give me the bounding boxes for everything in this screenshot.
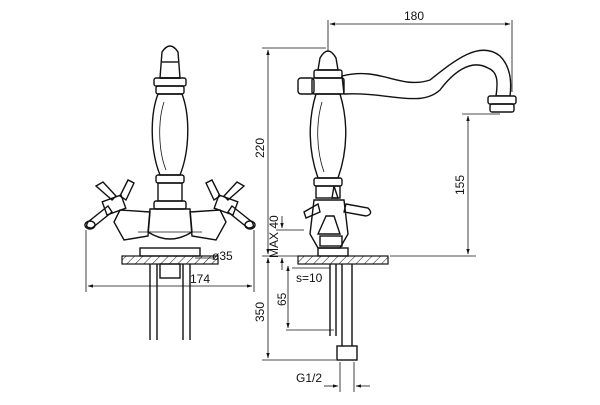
front-left-handle-arm	[94, 181, 117, 201]
side-handle-right	[343, 203, 372, 217]
dim-thread-label: G1/2	[296, 371, 322, 385]
front-base-body	[147, 208, 193, 240]
dim-max-deck-label: MAX 40	[267, 215, 281, 258]
side-thread-connector	[336, 345, 358, 361]
dim-handle-span-label: 174	[190, 272, 210, 286]
side-body-column	[309, 93, 347, 179]
dim-tail-height-label: 65	[275, 292, 289, 306]
front-top-knob	[159, 45, 181, 79]
dim-wall-thickness-label: s=10	[296, 271, 323, 285]
front-view: ø35 174	[84, 45, 256, 340]
front-deck-plate	[121, 255, 219, 265]
side-spout	[341, 49, 512, 100]
front-right-handle-lever	[227, 204, 255, 229]
dim-total-height-label: 220	[253, 138, 267, 158]
side-deck-plate	[297, 255, 389, 265]
side-top-knob	[317, 50, 339, 71]
side-aerator	[487, 95, 517, 105]
dim-spout-height-label: 155	[453, 175, 467, 195]
front-right-valve-body	[189, 209, 227, 241]
dim-spout-reach-label: 180	[404, 9, 424, 23]
dim-tail-length-label: 350	[253, 302, 267, 322]
front-right-handle-arm	[223, 181, 246, 201]
side-handle-left	[303, 202, 321, 219]
front-body-column	[151, 93, 189, 176]
side-view: 180 220 MAX 40 s=10 65 350 G1/2 155	[253, 9, 517, 392]
dim-base-diameter-label: ø35	[212, 249, 233, 263]
front-left-handle-lever	[85, 204, 113, 229]
front-left-valve-body	[113, 209, 151, 241]
